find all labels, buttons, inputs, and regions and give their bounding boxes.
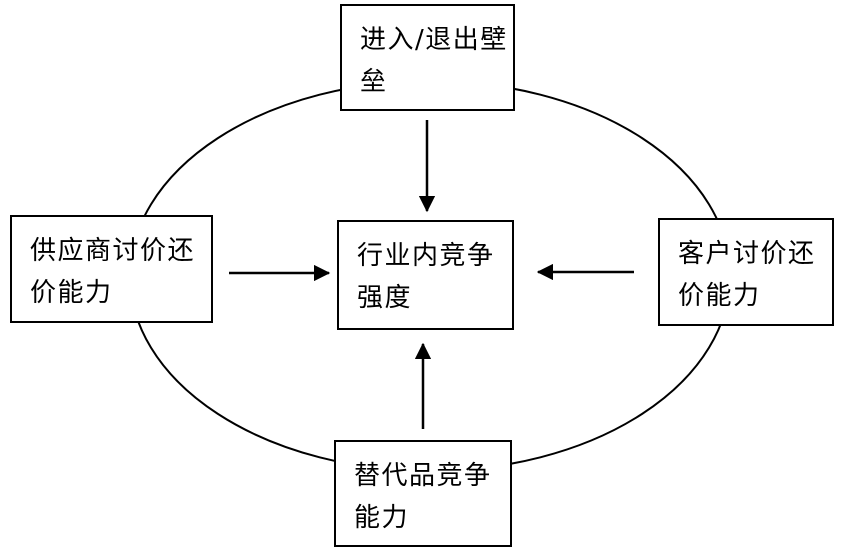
node-entry-exit-barriers: 进入/退出壁 垒	[340, 4, 515, 111]
node-label-line: 能力	[354, 503, 410, 533]
node-supplier-bargaining-power: 供应商讨价还 价能力	[10, 215, 213, 323]
node-label-line: 垒	[360, 67, 388, 97]
node-industry-rivalry-intensity: 行业内竞争 强度	[337, 220, 514, 330]
node-label-line: 强度	[357, 283, 413, 313]
node-label-line: 价能力	[30, 278, 113, 308]
node-customer-bargaining-power: 客户讨价还 价能力	[658, 218, 834, 326]
node-label-line: 替代品竞争	[354, 461, 492, 491]
node-label-line: 行业内竞争	[357, 241, 495, 271]
node-substitute-competition-ability: 替代品竞争 能力	[334, 440, 512, 547]
node-label-line: 客户讨价还	[678, 239, 816, 269]
node-label-line: 进入/退出壁	[360, 25, 508, 55]
node-label-line: 供应商讨价还	[30, 236, 196, 266]
node-label-line: 价能力	[678, 281, 761, 311]
